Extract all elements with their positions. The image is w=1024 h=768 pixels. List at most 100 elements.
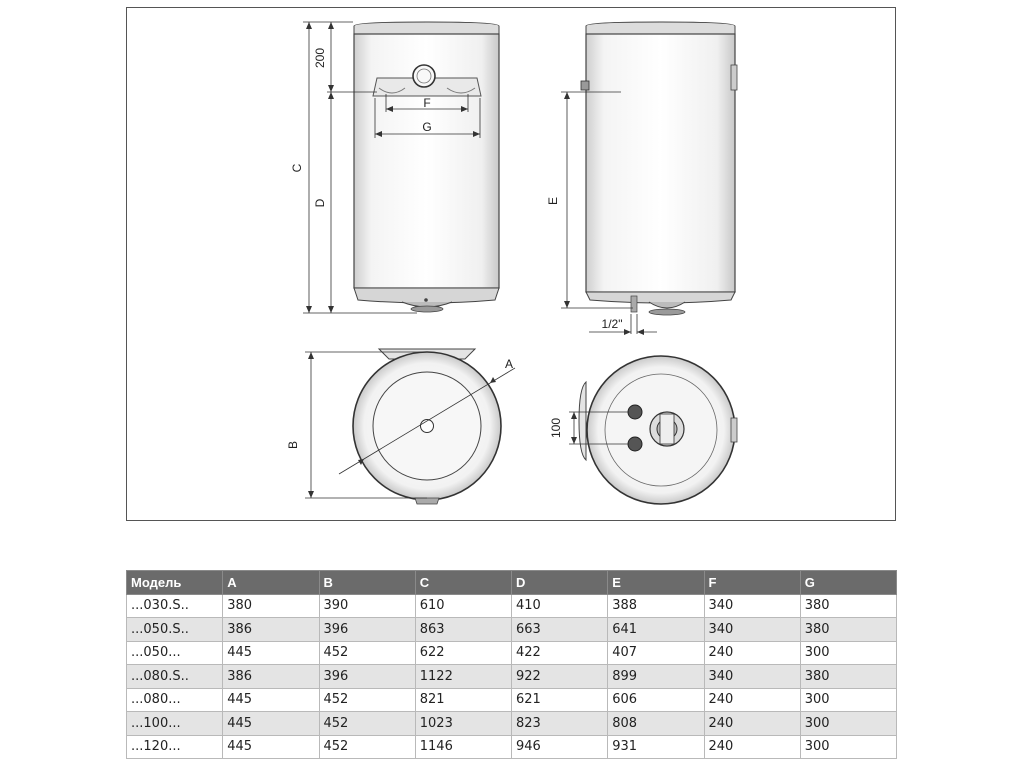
dim-b-label: B <box>286 441 300 449</box>
table-cell: ...030.S.. <box>125 593 224 618</box>
inlet-pipe-icon <box>627 436 643 452</box>
header-f: F <box>703 570 801 595</box>
header-e: E <box>607 570 705 595</box>
table-cell: 1146 <box>414 734 513 759</box>
table-cell: 300 <box>799 640 898 665</box>
bottom-dim-arrows <box>571 412 577 444</box>
dim-100-label: 100 <box>549 418 563 438</box>
table-row: ...030.S.. 380 390 610 410 388 340 380 <box>125 593 898 618</box>
table-cell: 240 <box>703 687 801 712</box>
table-cell: 663 <box>510 617 609 642</box>
table-cell: 821 <box>414 687 513 712</box>
thermostat-knob-icon <box>412 64 436 88</box>
table-cell: 386 <box>222 617 320 642</box>
table-cell: ...100... <box>125 711 224 736</box>
table-cell: 380 <box>799 664 898 689</box>
table-cell: 240 <box>703 711 801 736</box>
header-c: C <box>414 570 513 595</box>
table-cell: 863 <box>414 617 513 642</box>
table-header-row: Модель A B C D E F G <box>125 570 898 595</box>
table-cell: 407 <box>607 640 705 665</box>
header-a: A <box>222 570 320 595</box>
front-view <box>353 21 500 313</box>
outlet-pipe-icon <box>627 404 643 420</box>
table-cell: 621 <box>510 687 609 712</box>
table-cell: 622 <box>414 640 513 665</box>
table-cell: 606 <box>607 687 705 712</box>
table-cell: 300 <box>799 734 898 759</box>
table-cell: 899 <box>607 664 705 689</box>
table-cell: 452 <box>318 734 416 759</box>
table-cell: 388 <box>607 593 705 618</box>
water-pipe-icon <box>630 295 638 313</box>
table-cell: 240 <box>703 640 801 665</box>
table-cell: 380 <box>799 593 898 618</box>
table-row: ...050.S.. 386 396 863 663 641 340 380 <box>125 617 898 642</box>
table-cell: 396 <box>318 664 416 689</box>
table-cell: 300 <box>799 711 898 736</box>
dim-g-label: G <box>422 120 431 134</box>
table-cell: 445 <box>222 640 320 665</box>
table-cell: 452 <box>318 711 416 736</box>
table-cell: 445 <box>222 687 320 712</box>
table-cell: 380 <box>799 617 898 642</box>
table-row: ...080.S.. 386 396 1122 922 899 340 380 <box>125 664 898 689</box>
mounting-hook-icon <box>580 80 590 91</box>
table-cell: 300 <box>799 687 898 712</box>
dim-d-label: D <box>313 198 327 207</box>
front-dim-arrows <box>306 22 480 313</box>
table-cell: 445 <box>222 711 320 736</box>
table-cell: 641 <box>607 617 705 642</box>
header-model: Модель <box>125 570 224 595</box>
table-cell: 240 <box>703 734 801 759</box>
table-cell: 452 <box>318 687 416 712</box>
side-view <box>580 21 738 316</box>
table-cell: 386 <box>222 664 320 689</box>
header-d: D <box>510 570 609 595</box>
table-row: ...100... 445 452 1023 823 808 240 300 <box>125 711 898 736</box>
table-row: ...080... 445 452 821 621 606 240 300 <box>125 687 898 712</box>
table-cell: 452 <box>318 640 416 665</box>
table-cell: ...120... <box>125 734 224 759</box>
table-cell: 340 <box>703 664 801 689</box>
table-cell: ...080... <box>125 687 224 712</box>
header-g: G <box>799 570 898 595</box>
dimensions-table: Модель A B C D E F G ...030.S.. 380 390 … <box>125 570 898 759</box>
header-b: B <box>318 570 416 595</box>
table-cell: 610 <box>414 593 513 618</box>
table-cell: 422 <box>510 640 609 665</box>
table-cell: ...080.S.. <box>125 664 224 689</box>
dim-200-label: 200 <box>313 48 327 68</box>
bottom-view <box>578 355 738 505</box>
top-dimensions <box>305 351 516 499</box>
table-cell: 946 <box>510 734 609 759</box>
side-tank-body <box>585 33 736 293</box>
table-cell: 823 <box>510 711 609 736</box>
table-cell: 1122 <box>414 664 513 689</box>
drawing-svg: 200 C D F G E 1/2" <box>286 21 738 505</box>
table-cell: 922 <box>510 664 609 689</box>
dim-e-label: E <box>546 197 560 205</box>
table-cell: 1023 <box>414 711 513 736</box>
top-view <box>352 348 502 505</box>
table-cell: 396 <box>318 617 416 642</box>
table-cell: ...050... <box>125 640 224 665</box>
table-cell: 390 <box>318 593 416 618</box>
table-cell: 340 <box>703 617 801 642</box>
table-cell: 808 <box>607 711 705 736</box>
side-dim-arrows <box>564 92 644 335</box>
table-cell: 410 <box>510 593 609 618</box>
table-cell: 445 <box>222 734 320 759</box>
technical-drawing: 200 C D F G E 1/2" <box>126 7 896 521</box>
table-row: ...120... 445 452 1146 946 931 240 300 <box>125 734 898 759</box>
dim-c-label: C <box>290 163 304 172</box>
table-cell: 340 <box>703 593 801 618</box>
dim-pipe-label: 1/2" <box>602 317 623 331</box>
table-cell: 931 <box>607 734 705 759</box>
dim-a-label: A <box>505 357 513 371</box>
top-dim-arrows <box>308 352 496 498</box>
dim-f-label: F <box>423 96 430 110</box>
table-row: ...050... 445 452 622 422 407 240 300 <box>125 640 898 665</box>
table-cell: 380 <box>222 593 320 618</box>
table-cell: ...050.S.. <box>125 617 224 642</box>
